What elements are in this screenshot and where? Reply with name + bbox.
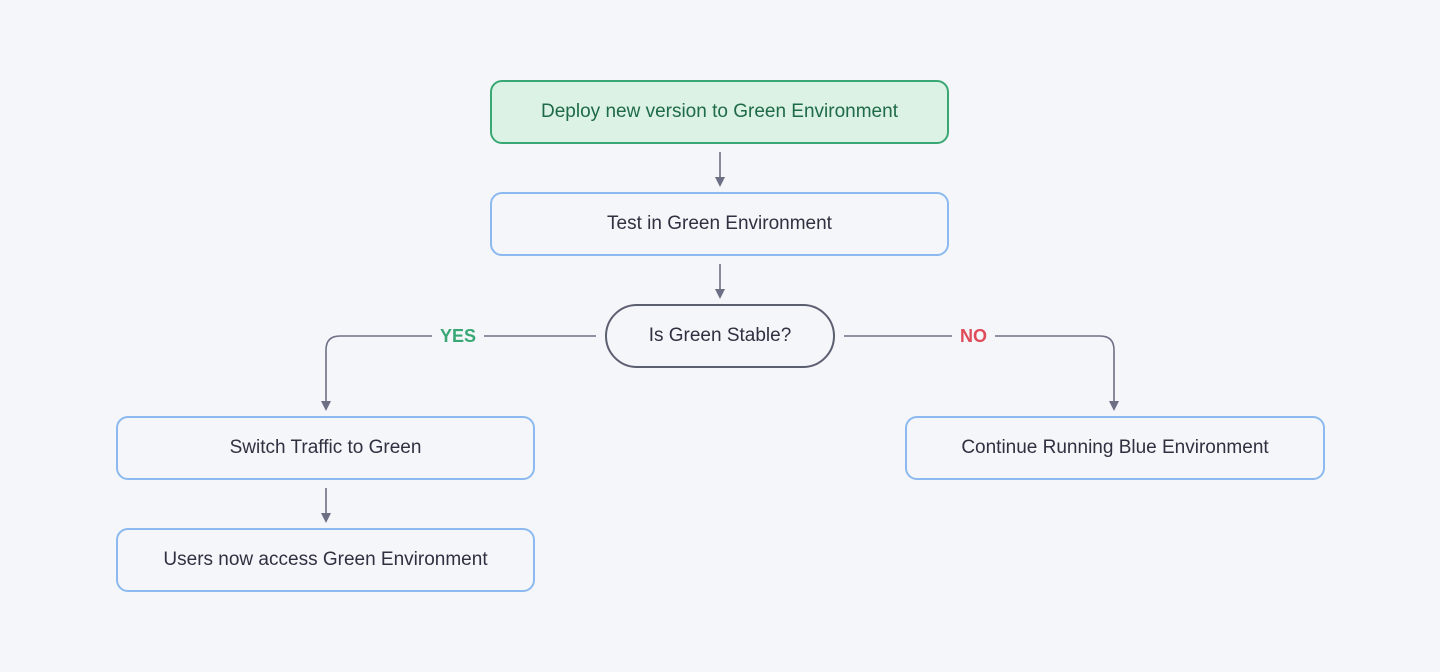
node-test: Test in Green Environment — [490, 192, 949, 256]
node-deploy: Deploy new version to Green Environment — [490, 80, 949, 144]
node-users-access-green: Users now access Green Environment — [116, 528, 535, 592]
arrow-decision-yes-to-switch — [321, 335, 596, 411]
edge-label-no: NO — [952, 324, 995, 348]
edge-label-yes: YES — [432, 324, 485, 348]
arrow-decision-no-to-blue — [844, 335, 1119, 411]
node-switch-traffic: Switch Traffic to Green — [116, 416, 535, 480]
node-decision: Is Green Stable? — [605, 304, 835, 368]
node-continue-blue: Continue Running Blue Environment — [905, 416, 1325, 480]
